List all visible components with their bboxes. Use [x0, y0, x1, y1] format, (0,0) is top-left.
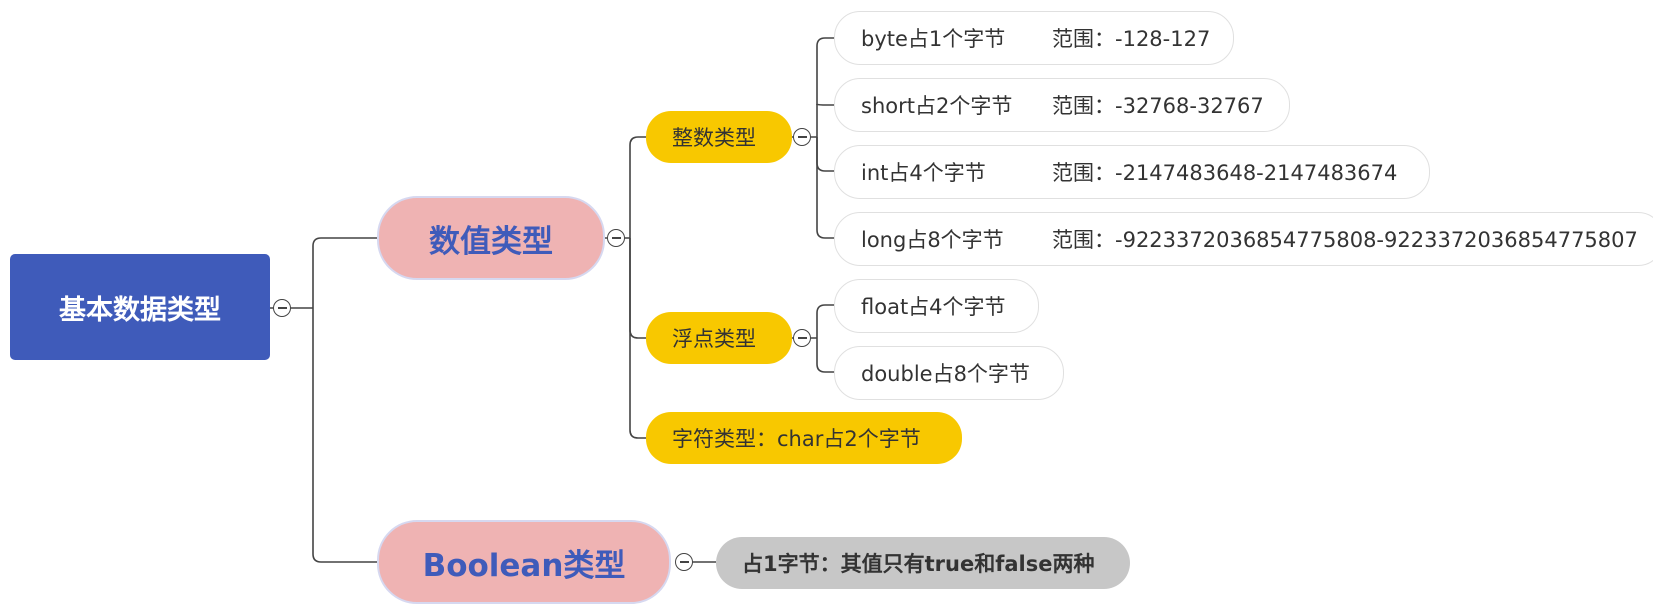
boolean-type-label: Boolean类型	[422, 547, 626, 584]
long-range-label: 范围：-9223372036854775808-9223372036854775…	[1052, 228, 1638, 252]
collapse-icon[interactable]	[793, 329, 811, 347]
boolean-note-node[interactable]: 占1字节：其值只有true和false两种	[716, 537, 1130, 589]
int-range-label: 范围：-2147483648-2147483674	[1052, 161, 1398, 185]
numeric-type-label: 数值类型	[429, 223, 553, 260]
int-node[interactable]: int占4个字节 范围：-2147483648-2147483674	[834, 145, 1430, 199]
short-range-label: 范围：-32768-32767	[1052, 94, 1264, 118]
integer-type-label: 整数类型	[672, 126, 756, 150]
numeric-type-node[interactable]: 数值类型	[377, 196, 605, 280]
integer-type-node[interactable]: 整数类型	[646, 111, 792, 163]
byte-type-label: byte占1个字节	[861, 27, 1006, 51]
double-leaf-label: double占8个字节	[861, 362, 1030, 386]
boolean-type-node[interactable]: Boolean类型	[377, 520, 671, 604]
collapse-icon[interactable]	[273, 299, 291, 317]
float-type-node[interactable]: 浮点类型	[646, 312, 792, 364]
byte-range-label: 范围：-128-127	[1052, 27, 1211, 51]
short-node[interactable]: short占2个字节 范围：-32768-32767	[834, 78, 1290, 132]
collapse-icon[interactable]	[607, 229, 625, 247]
float-leaf-node[interactable]: float占4个字节	[834, 279, 1039, 333]
long-type-label: long占8个字节	[861, 228, 1004, 252]
root-label: 基本数据类型	[59, 294, 221, 326]
byte-node[interactable]: byte占1个字节 范围：-128-127	[834, 11, 1234, 65]
long-node[interactable]: long占8个字节 范围：-9223372036854775808-922337…	[834, 212, 1653, 266]
char-type-label: 字符类型：char占2个字节	[672, 427, 921, 451]
collapse-icon[interactable]	[793, 128, 811, 146]
double-leaf-node[interactable]: double占8个字节	[834, 346, 1064, 400]
int-type-label: int占4个字节	[861, 161, 986, 185]
float-type-label: 浮点类型	[672, 327, 756, 351]
boolean-note-label: 占1字节：其值只有true和false两种	[742, 552, 1095, 576]
float-leaf-label: float占4个字节	[861, 295, 1006, 319]
char-type-node[interactable]: 字符类型：char占2个字节	[646, 412, 962, 464]
short-type-label: short占2个字节	[861, 94, 1013, 118]
collapse-icon[interactable]	[675, 553, 693, 571]
root-node[interactable]: 基本数据类型	[10, 254, 270, 360]
